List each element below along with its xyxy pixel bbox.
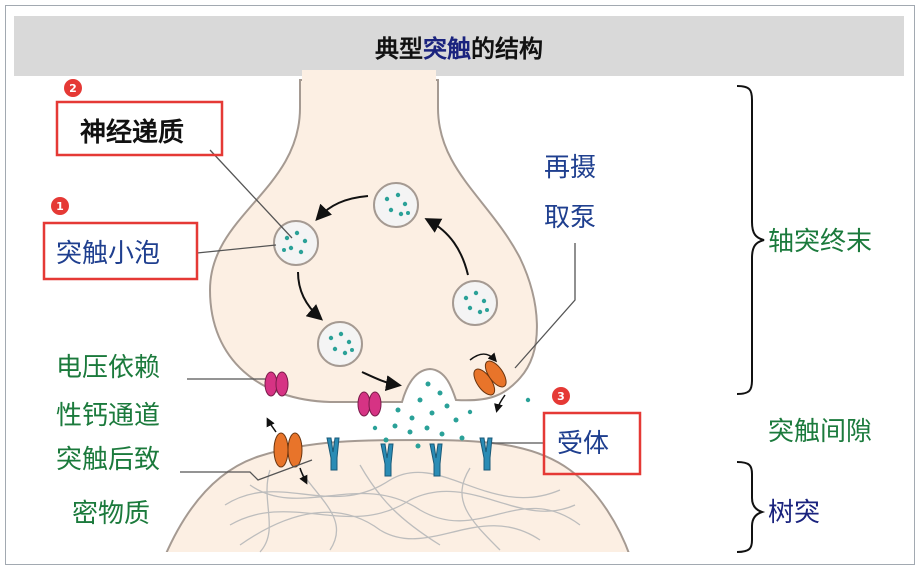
title-part1: 典型 [375,34,423,63]
postsynaptic-channel [273,432,303,468]
svg-text:3: 3 [557,390,565,403]
label-synaptic-vesicle: 突触小泡 [56,239,160,269]
synaptic-vesicle-box [42,221,199,281]
badge-2: 2 [64,79,82,97]
vesicle [317,321,363,367]
label-dendrite: 树突 [768,498,820,528]
svg-text:1: 1 [56,200,64,213]
label-axon-terminal: 轴突终末 [768,227,872,257]
vesicle [273,220,319,266]
label-psd-1: 突触后致 [56,445,160,475]
vesicle-cycle-arrows [297,195,469,392]
dendrite-brace [736,461,766,553]
receptor-shape [326,437,340,471]
title-bar: 典型突触的结构 [14,16,904,76]
vg-calcium-channel [264,371,289,397]
axon-terminal-shape [208,79,538,403]
released-neurotransmitter [372,381,531,449]
leader-lines [180,149,576,481]
reuptake-pump-arrows [469,352,506,413]
receptor-box [542,411,642,476]
title-part2: 的结构 [471,34,543,63]
synaptic-vesicles [273,182,498,367]
reuptake-pump [473,360,507,396]
receptor-shape [479,437,493,471]
receptor-shape [429,443,443,477]
axon-terminal-brace [736,85,765,395]
vesicle [373,182,419,228]
label-neurotransmitter: 神经递质 [80,117,184,148]
vg-calcium-channel [357,391,382,417]
badge-3: 3 [552,387,570,405]
label-synaptic-cleft: 突触间隙 [768,417,872,447]
label-reuptake-pump-2: 取泵 [544,203,596,233]
dendrite-shape [163,438,632,557]
vesicle [452,280,498,326]
label-vg-channel-2: 性钙通道 [56,401,160,431]
label-vg-channel-1: 电压依赖 [56,353,160,383]
svg-text:2: 2 [69,82,77,95]
title-highlight: 突触 [423,34,471,63]
badge-1: 1 [51,197,69,215]
receptor-shape [380,443,394,477]
label-receptor: 受体 [557,429,609,459]
receptors [326,437,493,477]
postsynaptic-channel-arrows [266,417,308,485]
neurotransmitter-box [55,100,224,157]
label-psd-2: 密物质 [72,499,150,529]
label-reuptake-pump-1: 再摄 [544,153,596,183]
